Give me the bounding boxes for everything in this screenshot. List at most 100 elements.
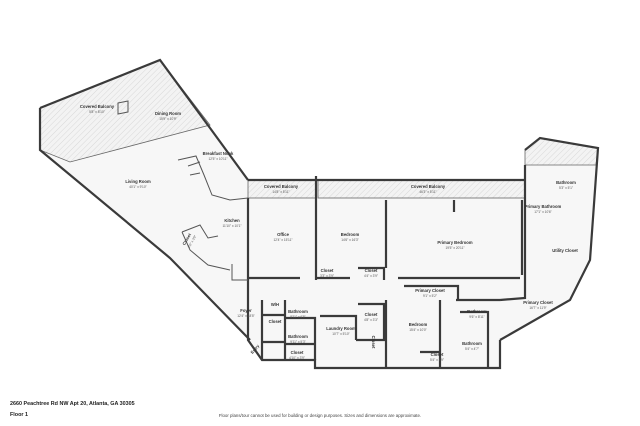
- svg-text:15'9" x 10'9": 15'9" x 10'9": [159, 117, 176, 121]
- svg-text:Foyer: Foyer: [240, 308, 252, 313]
- svg-text:14'6" x 16'3": 14'6" x 16'3": [341, 238, 358, 242]
- room-covered-balcony-2: Covered Balcony 14'8" x 5'11": [264, 184, 299, 194]
- room-kitchen: Kitchen 11'10" x 10'1": [222, 218, 241, 228]
- main-floor: [248, 180, 525, 368]
- room-closet-c: Closet: [269, 319, 282, 324]
- svg-text:Dining Room: Dining Room: [155, 111, 181, 116]
- room-breakfast-nook: Breakfast Nook 12'5" x 10'11": [203, 151, 234, 161]
- svg-text:17'1" x 10'6": 17'1" x 10'6": [534, 210, 551, 214]
- room-closet-d: Closet 4'10" x 3'9": [289, 350, 305, 360]
- svg-text:4'4" x 3'9": 4'4" x 3'9": [364, 274, 378, 278]
- room-bathroom-4: Bathroom 5'4" x 4'7": [462, 341, 482, 351]
- room-bathroom-2: Bathroom 9'11" x 5'3": [288, 334, 308, 344]
- interior-walls-left: [117, 100, 249, 281]
- svg-text:Bathroom: Bathroom: [467, 309, 487, 314]
- svg-text:9'6" x 8'11": 9'6" x 8'11": [469, 315, 484, 319]
- room-bedroom-2: Bedroom 15'4" x 10'0": [409, 322, 428, 332]
- svg-text:Covered Balcony: Covered Balcony: [411, 184, 446, 189]
- svg-text:Bathroom: Bathroom: [288, 309, 308, 314]
- room-primary-bathroom: Primary Bathroom 17'1" x 10'6": [525, 204, 562, 214]
- svg-text:Entry: Entry: [249, 343, 260, 355]
- room-dining-room: Dining Room 15'9" x 10'9": [155, 111, 181, 121]
- svg-text:2'0" x 3'9": 2'0" x 3'9": [187, 234, 197, 248]
- room-primary-closet-1: Primary Closet 9'1" x 5'2": [415, 288, 445, 298]
- svg-text:5'3" x 5'1": 5'3" x 5'1": [559, 186, 573, 190]
- svg-text:Bedroom: Bedroom: [341, 232, 360, 237]
- svg-text:Primary Closet: Primary Closet: [415, 288, 445, 293]
- svg-text:Laundry Room: Laundry Room: [326, 326, 356, 331]
- svg-text:12'5" x 10'11": 12'5" x 10'11": [208, 157, 227, 161]
- svg-text:19'5" x 20'11": 19'5" x 20'11": [445, 246, 464, 250]
- svg-text:15'4" x 10'0": 15'4" x 10'0": [409, 328, 426, 332]
- room-covered-balcony-3: Covered Balcony 46'3" x 5'11": [411, 184, 446, 194]
- outer-wall-left-wing: [38, 58, 251, 341]
- outer-wall-right-wing: [499, 136, 600, 341]
- svg-text:Utility Closet: Utility Closet: [552, 248, 578, 253]
- svg-text:Living Room: Living Room: [125, 179, 151, 184]
- room-bathroom-corner: Bathroom 5'3" x 5'1": [556, 180, 576, 190]
- room-utility-closet: Utility Closet: [552, 248, 578, 253]
- room-foyer: Foyer 12'4" x 18'5": [237, 308, 254, 318]
- svg-text:Breakfast Nook: Breakfast Nook: [203, 151, 234, 156]
- room-primary-closet-2: Primary Closet 16'7" x 11'9": [523, 300, 553, 310]
- svg-text:W/H: W/H: [271, 302, 279, 307]
- svg-text:Bathroom: Bathroom: [556, 180, 576, 185]
- svg-text:14'8" x 5'11": 14'8" x 5'11": [272, 190, 289, 194]
- room-covered-balcony-1: Covered Balcony 5'8" x 8'10": [80, 104, 115, 114]
- svg-text:Bathroom: Bathroom: [288, 334, 308, 339]
- covered-balcony-long: [317, 179, 526, 199]
- svg-text:46'3" x 5'11": 46'3" x 5'11": [419, 190, 436, 194]
- svg-text:Primary Bathroom: Primary Bathroom: [525, 204, 562, 209]
- room-primary-bedroom: Primary Bedroom 19'5" x 20'11": [437, 240, 472, 250]
- svg-text:9'1" x 5'2": 9'1" x 5'2": [423, 294, 437, 298]
- svg-text:Primary Closet: Primary Closet: [523, 300, 553, 305]
- svg-text:Closet: Closet: [181, 232, 192, 246]
- covered-balcony-office: [247, 179, 317, 199]
- svg-text:5'8" x 8'10": 5'8" x 8'10": [89, 110, 105, 114]
- svg-text:Kitchen: Kitchen: [224, 218, 240, 223]
- room-wh: W/H: [271, 302, 279, 307]
- svg-text:Bedroom: Bedroom: [409, 322, 428, 327]
- address-label: 2660 Peachtree Rd NW Apt 20, Atlanta, GA…: [10, 401, 135, 407]
- svg-text:Closet: Closet: [371, 336, 376, 349]
- svg-text:Bathroom: Bathroom: [462, 341, 482, 346]
- svg-text:Covered Balcony: Covered Balcony: [264, 184, 299, 189]
- svg-text:4'8" x 3'3": 4'8" x 3'3": [364, 318, 378, 322]
- svg-text:Closet: Closet: [365, 268, 378, 273]
- room-office: Office 12'4" x 15'11": [273, 232, 292, 242]
- interior-walls-main: [248, 176, 524, 368]
- svg-text:40'1" x 9'10": 40'1" x 9'10": [129, 185, 146, 189]
- svg-text:8'11" x 6'5": 8'11" x 6'5": [290, 315, 305, 319]
- svg-text:Closet: Closet: [365, 312, 378, 317]
- svg-text:12'4" x 15'11": 12'4" x 15'11": [273, 238, 292, 242]
- room-closet-b: Closet 4'4" x 3'9": [364, 268, 378, 278]
- svg-text:Closet: Closet: [291, 350, 304, 355]
- svg-text:3'3" x 3'9": 3'3" x 3'9": [320, 274, 334, 278]
- svg-text:11'10" x 10'1": 11'10" x 10'1": [222, 224, 241, 228]
- room-closet-a: Closet 3'3" x 3'9": [320, 268, 334, 278]
- disclaimer: Floor plans/tour cannot be used for buil…: [218, 413, 422, 418]
- svg-text:Office: Office: [277, 232, 290, 237]
- room-closet-g: Closet 5'4" x 3'9": [430, 352, 444, 362]
- svg-text:12'4" x 18'5": 12'4" x 18'5": [237, 314, 254, 318]
- room-closet-f: Closet: [371, 336, 376, 349]
- svg-text:Covered Balcony: Covered Balcony: [80, 104, 115, 109]
- svg-text:10'7" x 5'10": 10'7" x 5'10": [332, 332, 349, 336]
- svg-text:16'7" x 11'9": 16'7" x 11'9": [529, 306, 546, 310]
- svg-text:Closet: Closet: [431, 352, 444, 357]
- svg-text:Closet: Closet: [269, 319, 282, 324]
- room-living-room: Living Room 40'1" x 9'10": [125, 179, 151, 189]
- floor-label: Floor 1: [10, 412, 28, 418]
- room-closet-e: Closet 4'8" x 3'3": [364, 312, 378, 322]
- svg-text:4'10" x 3'9": 4'10" x 3'9": [289, 356, 305, 360]
- svg-text:5'4" x 4'7": 5'4" x 4'7": [465, 347, 479, 351]
- svg-text:9'11" x 5'3": 9'11" x 5'3": [290, 340, 305, 344]
- svg-text:Primary Bedroom: Primary Bedroom: [437, 240, 472, 245]
- room-entry: Entry: [249, 343, 260, 355]
- room-laundry-room: Laundry Room 10'7" x 5'10": [326, 326, 356, 336]
- room-bathroom-3: Bathroom 9'6" x 8'11": [467, 309, 487, 319]
- svg-text:Closet: Closet: [321, 268, 334, 273]
- room-bathroom-1: Bathroom 8'11" x 6'5": [288, 309, 308, 319]
- room-bedroom-1: Bedroom 14'6" x 16'3": [341, 232, 360, 242]
